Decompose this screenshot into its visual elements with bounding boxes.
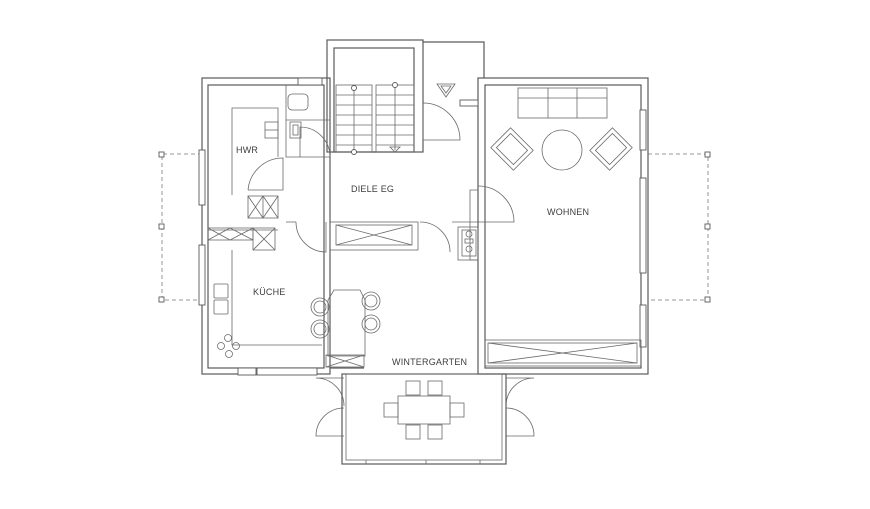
hall-fixtures (329, 221, 479, 261)
terrace-right (648, 151, 711, 303)
terrace-left (158, 151, 202, 303)
room-label-wohnen: WOHNEN (547, 207, 589, 217)
wintergarten-structure (341, 373, 507, 465)
doors (247, 102, 535, 437)
room-label-kueche: KÜCHE (253, 287, 286, 297)
interior-walls (208, 85, 478, 346)
kitchen-fixtures (207, 227, 381, 368)
hwr-fixtures (247, 93, 309, 219)
room-label-wintergarten: WINTERGARTEN (392, 357, 467, 367)
windows (198, 77, 647, 376)
staircase (335, 82, 456, 155)
room-label-hwr: HWR (236, 145, 258, 155)
living-furniture (484, 87, 642, 367)
room-label-diele: DIELE EG (351, 184, 394, 194)
